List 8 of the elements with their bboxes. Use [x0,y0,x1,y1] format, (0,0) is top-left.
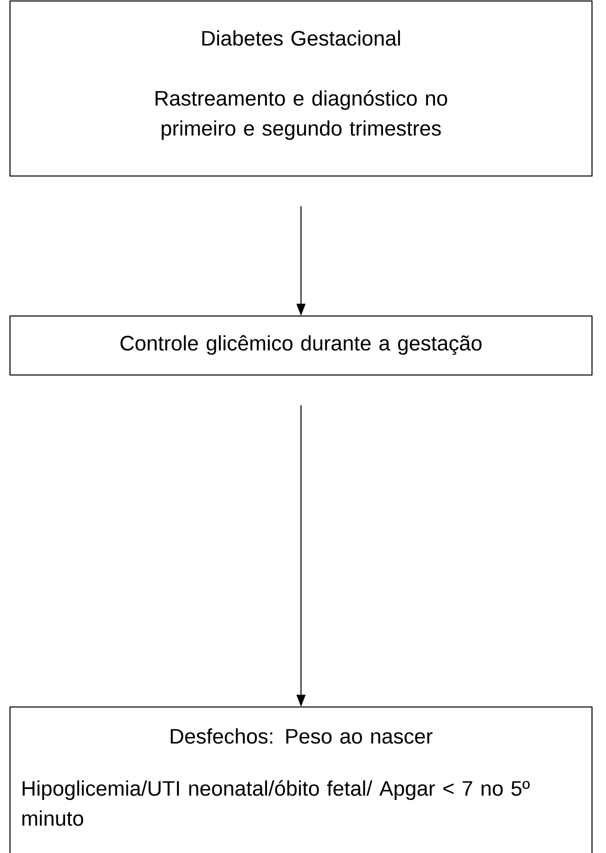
process-box [10,316,592,376]
process-box [10,706,592,853]
box-text: Diabetes Gestacional [202,30,400,46]
box-text: Desfechos: Peso ao nascer [170,728,432,744]
box-text: Rastreamento e diagnóstico no primeiro e segundo trimestres [156,90,448,140]
process-box [10,0,592,176]
box-text: Hipoglicemia/UTI neonatal/óbito fetal/ Apgar < 7 no 5º minuto [22,780,530,826]
box-text: Controle glicêmico durante a gestação [120,335,482,355]
